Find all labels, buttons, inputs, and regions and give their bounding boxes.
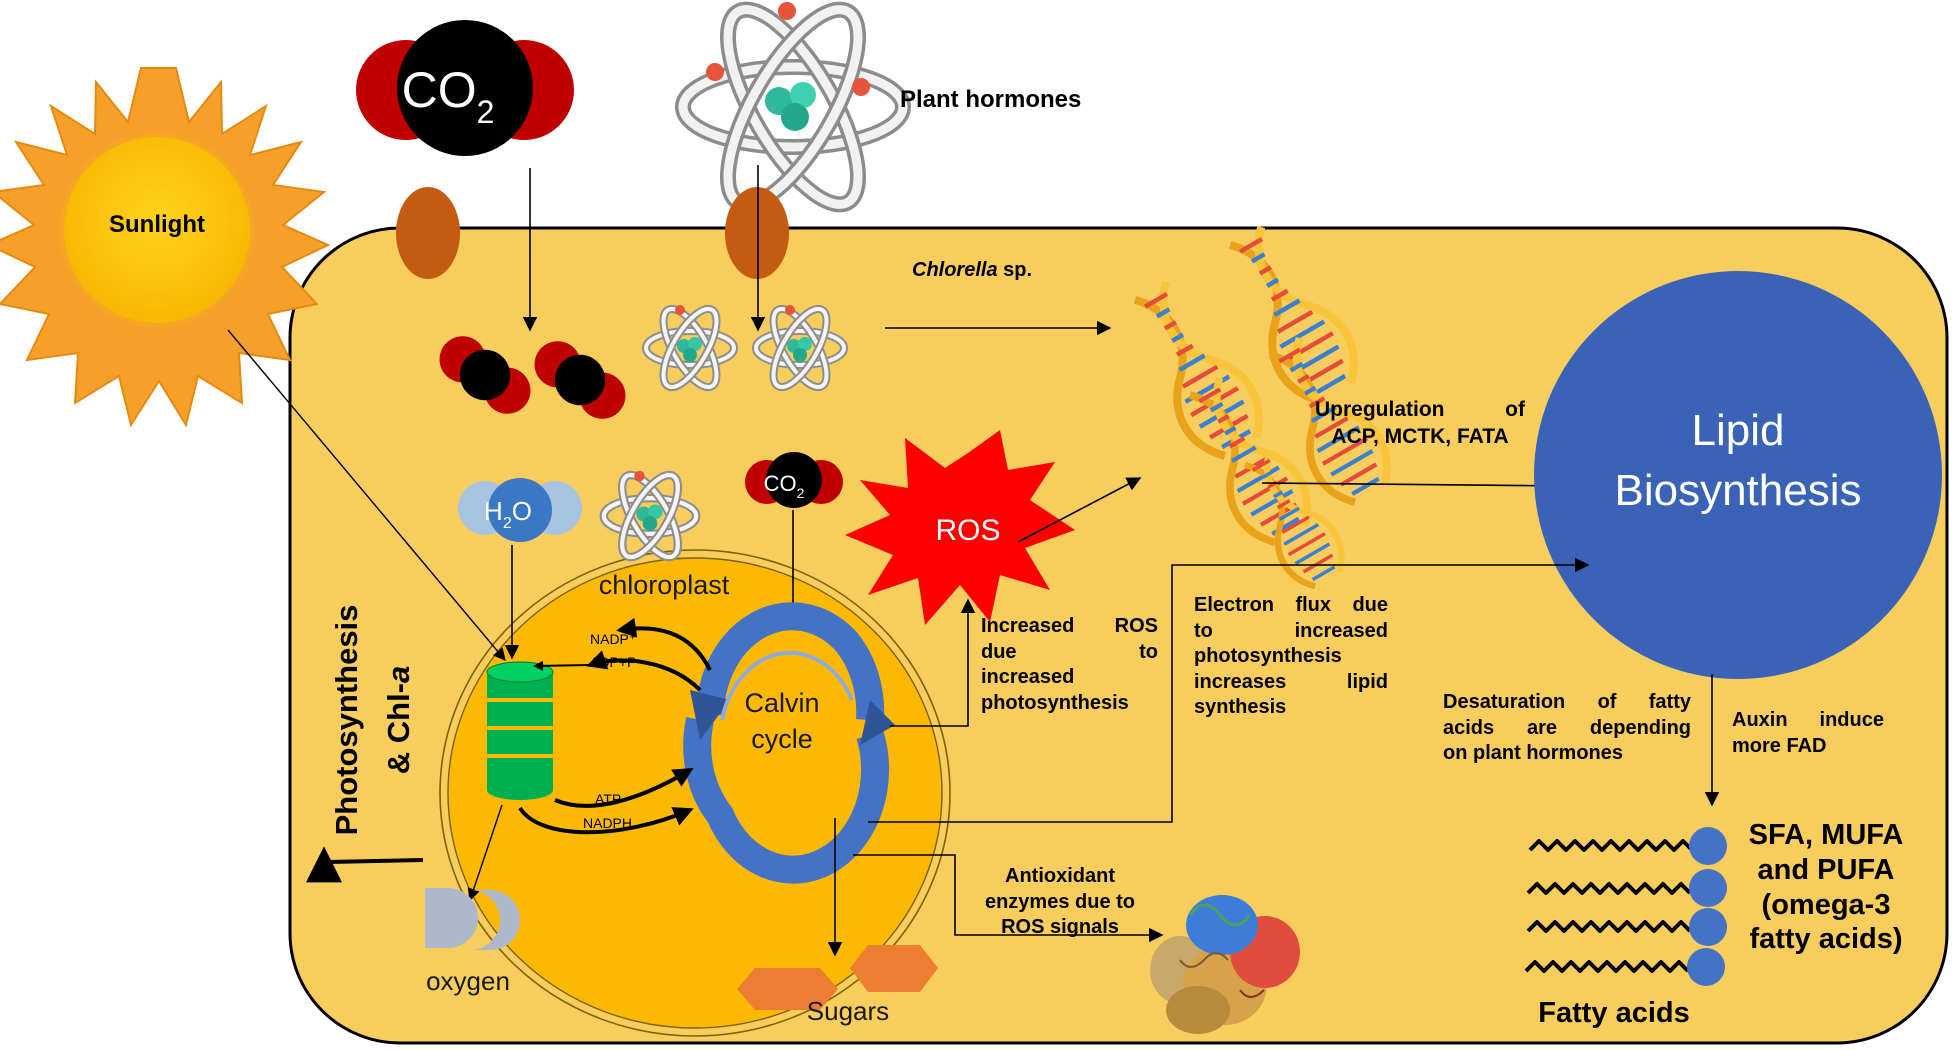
- nadph-label: NADPH: [583, 815, 632, 831]
- lipid-label-line1: Lipid: [1692, 406, 1785, 455]
- ros-label: ROS: [935, 514, 1000, 547]
- auxin-note: Auxin induce more FAD: [1732, 709, 1884, 757]
- organism-label: Chlorella sp.: [912, 259, 1033, 281]
- atp-label: ATP: [595, 791, 621, 807]
- svg-text:& Chl-a: & Chl-a: [381, 666, 416, 775]
- h2o-molecule-icon: [458, 478, 582, 542]
- hormone-channel-protein: [725, 187, 789, 279]
- calvin-label-line1: Calvin: [744, 688, 819, 718]
- ros-burst-icon: [845, 430, 1075, 625]
- co2-large-label: CO2: [402, 62, 495, 130]
- sugars-label: Sugars: [807, 996, 889, 1026]
- sunlight-label: Sunlight: [109, 211, 205, 238]
- sun-icon: [0, 67, 331, 428]
- sugar-hexagon-icons: [737, 945, 938, 1010]
- fatty-acid-chains: [1524, 827, 1727, 986]
- co2-molecule-large-icon: [356, 20, 574, 156]
- plant-hormones-atom-icon: [675, 1, 911, 213]
- co2-small-label: CO2: [764, 471, 805, 501]
- thylakoid-stack-icon: [486, 661, 554, 800]
- chloroplast-label: chloroplast: [599, 570, 730, 600]
- electron-flux-note: Electron flux due to increased photosynt…: [1194, 594, 1388, 719]
- h2o-label: H2O: [484, 496, 532, 532]
- co2-channel-protein: [396, 187, 460, 279]
- antioxidant-enzymes-note: Antioxidant enzymes due to ROS signals: [984, 865, 1136, 939]
- lipid-label-line2: Biosynthesis: [1614, 466, 1861, 515]
- photosynthesis-label: Photosynthesis & Chl-a: [329, 605, 416, 836]
- calvin-cycle-arrows-icon: [683, 602, 895, 884]
- calvin-label-line2: cycle: [751, 724, 813, 754]
- desaturation-note: Desaturation of fatty acids are dependin…: [1443, 691, 1691, 765]
- ros-increase-note: Increased ROS due to increased photosynt…: [981, 615, 1158, 714]
- nadp-plus-label: NADP⁺: [590, 631, 636, 647]
- adp-p-label: ADP+P: [590, 654, 636, 670]
- co2-molecule-small-icon: [745, 452, 843, 508]
- fatty-acids-label: Fatty acids: [1538, 997, 1690, 1029]
- sfa-mufa-pufa-note: SFA, MUFA and PUFA (omega-3 fatty acids): [1748, 819, 1904, 956]
- svg-text:Photosynthesis: Photosynthesis: [329, 605, 364, 836]
- lipid-biosynthesis-circle: [1534, 271, 1942, 679]
- antioxidant-enzyme-protein-icon: [1150, 895, 1300, 1034]
- oxygen-label: oxygen: [426, 966, 510, 996]
- upregulation-note: Upregulation of ACP, MCTK, FATA: [1315, 398, 1525, 448]
- plant-hormones-label: Plant hormones: [900, 86, 1082, 113]
- oxygen-molecule-icon: [425, 888, 520, 950]
